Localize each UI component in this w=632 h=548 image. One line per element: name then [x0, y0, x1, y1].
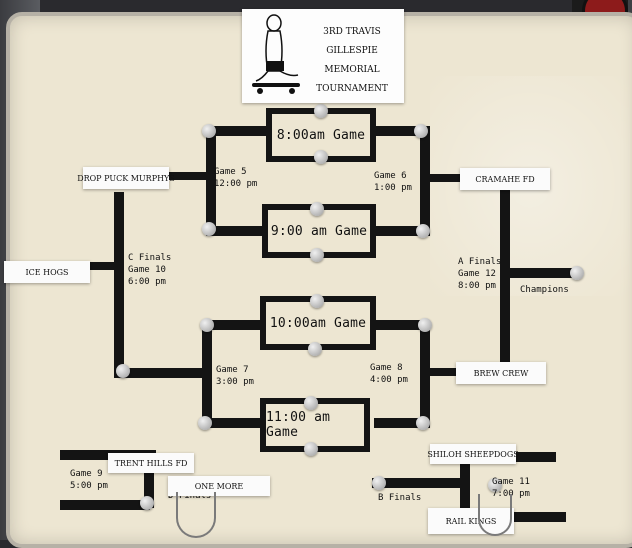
- game-label-9am: 9:00 am Game: [270, 223, 368, 239]
- team-label-ice-hogs: ICE HOGS: [4, 261, 90, 283]
- note-game-9: Game 9 5:00 pm: [70, 469, 108, 491]
- game-label-8am: 8:00am Game: [276, 127, 366, 143]
- note-game-8: Game 8 4:00 pm: [370, 363, 408, 385]
- note-game-6: Game 6 1:00 pm: [374, 171, 412, 193]
- title-line-2: GILLESPIE MEMORIAL: [324, 46, 380, 75]
- note-b-finals: B Finals: [378, 493, 422, 503]
- team-label-shiloh-sheepdogs: SHILOH SHEEPDOGS: [427, 444, 519, 464]
- game-label-11am: 11:00 am Game: [266, 410, 331, 440]
- team-label-drop-puck-murphys: DROP PUCK MURPHYS: [77, 167, 175, 189]
- game-label-10am: 10:00am Game: [269, 315, 367, 331]
- team-label-cramahe-fd: CRAMAHE FD: [460, 168, 550, 190]
- note-champions: Champions: [520, 285, 569, 295]
- title-line-1: 3RD TRAVIS: [323, 27, 381, 37]
- tournament-title-card: 3RD TRAVIS GILLESPIE MEMORIAL TOURNAMENT: [242, 9, 404, 103]
- team-label-brew-crew: BREW CREW: [456, 362, 546, 384]
- hanging-wire-left: [176, 492, 216, 538]
- team-label-trent-hills-fd: TRENT HILLS FD: [108, 453, 194, 473]
- note-c-finals: C Finals Game 10 6:00 pm: [128, 253, 172, 287]
- note-a-finals: A Finals Game 12 8:00 pm: [458, 257, 502, 291]
- title-line-3: TOURNAMENT: [316, 84, 388, 94]
- skateboarder-drawing-icon: [252, 14, 300, 94]
- team-label-one-more: ONE MORE: [168, 476, 270, 496]
- note-game-5: Game 5 12:00 pm: [214, 167, 258, 189]
- note-game-7: Game 7 3:00 pm: [216, 365, 254, 387]
- hanging-wire-right: [478, 494, 512, 536]
